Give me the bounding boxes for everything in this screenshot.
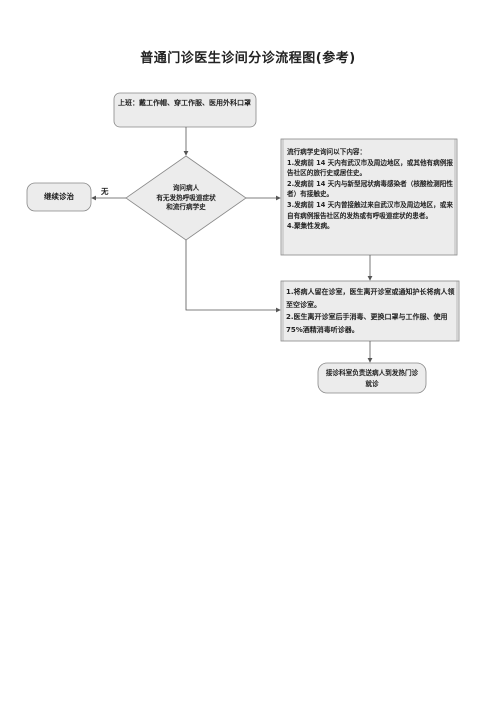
- start-box: [113, 92, 257, 128]
- epi-item: 3.发病前 14 天内曾接触过来自武汉市及周边地区，或来自有病例报告社区的发热或…: [287, 200, 453, 220]
- decision-text: 询问病人 有无发热呼吸道症状 和流行病学史: [136, 184, 236, 213]
- transfer-text: 接诊科室负责送病人到发热门诊就诊: [325, 369, 419, 388]
- decision-line: 和流行病学史: [166, 203, 206, 211]
- start-box-text: 上班：戴工作帽、穿工作服、医用外科口罩: [118, 99, 251, 107]
- page-title: 普通门诊医生诊间分诊流程图(参考): [140, 51, 356, 66]
- epi-item: 1.发病前 14 天内有武汉市及周边地区，或其他有病例报告社区的旅行史或居住史。: [287, 158, 453, 178]
- decision-line: 询问病人: [172, 184, 200, 192]
- continue-box: [26, 182, 92, 212]
- action-box: [280, 280, 460, 342]
- action-item: 2.医生离开诊室后手消毒、更换口罩与工作服、使用 75%酒精消毒听诊器。: [286, 313, 448, 334]
- epi-history-text: 流行病学史询问以下内容： 1.发病前 14 天内有武汉市及周边地区，或其他有病例…: [287, 147, 453, 232]
- action-text: 1.将病人留在诊室，医生离开诊室或通知护长将病人领至空诊室。 2.医生离开诊室后…: [286, 286, 456, 336]
- decision-line: 有无发热呼吸道症状: [156, 193, 216, 202]
- transfer-box: [317, 362, 427, 394]
- action-item: 1.将病人留在诊室，医生离开诊室或通知护长将病人领至空诊室。: [286, 288, 455, 309]
- epi-item: 4.聚集性发病。: [287, 222, 334, 231]
- no-label: 无: [101, 187, 109, 196]
- epi-history-box: [280, 138, 458, 256]
- epi-heading: 流行病学史询问以下内容：: [287, 148, 367, 156]
- continue-text: 继续诊治: [44, 192, 74, 201]
- connector-decision-action: [185, 240, 281, 313]
- epi-item: 2.发病前 14 天内与新型冠状病毒感染者（核酸检测阳性者）有接触史。: [287, 179, 453, 199]
